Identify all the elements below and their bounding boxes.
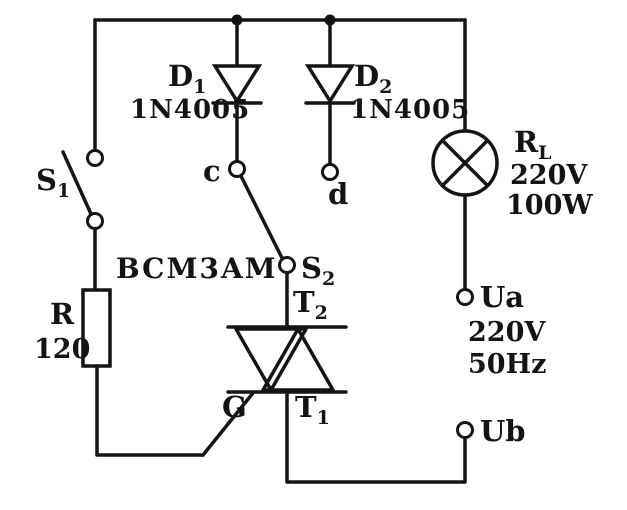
diode-d1-label: D1: [168, 59, 206, 98]
diode-d1-triangle: [211, 64, 263, 105]
resistor-name-label: R: [50, 297, 75, 331]
switch-s1-terminal-top: [86, 149, 104, 167]
triac-gate-lead: [201, 391, 255, 457]
supply-voltage-label: 220V: [468, 317, 546, 348]
triac-triangle-left: [234, 327, 308, 392]
terminal-ua-label: Ua: [480, 280, 524, 314]
switch-s1-label: S1: [36, 163, 70, 202]
diode-d2-part-label: 1N4005: [350, 95, 470, 125]
diode-d2-triangle: [304, 64, 356, 105]
diode-d2-label: D2: [354, 59, 392, 98]
terminal-d-label: d: [328, 177, 348, 211]
resistor-body: [81, 288, 112, 368]
switch-s2-terminal: [278, 256, 296, 274]
triac-gate-label: G: [222, 390, 247, 424]
terminal-c-label: c: [203, 154, 221, 188]
switch-s1-lever: [61, 150, 93, 216]
terminal-ub-label: Ub: [480, 414, 526, 448]
terminal-ua: [456, 288, 474, 306]
resistor-value-label: 120: [34, 334, 90, 365]
lamp-voltage-label: 220V: [510, 160, 588, 191]
diode-d1-part-label: 1N4005: [130, 95, 250, 125]
lamp-cross-stroke-2: [440, 138, 490, 188]
switch-s1-terminal-bottom: [86, 212, 104, 230]
wire-t1-to-ub: [285, 390, 467, 484]
terminal-c: [228, 160, 246, 178]
triac-t2-label: T2: [293, 285, 328, 324]
lamp-power-label: 100W: [506, 190, 593, 221]
switch-s2-lever: [239, 174, 284, 260]
terminal-d: [321, 163, 339, 181]
triac-triangle-right: [261, 327, 335, 392]
switch-s2-label: S2: [301, 251, 335, 290]
triac-part-label: BCM3AM: [116, 252, 278, 285]
supply-frequency-label: 50Hz: [468, 349, 546, 380]
lamp-name-label: RL: [514, 125, 551, 164]
wire-resistor-to-gate: [95, 364, 205, 457]
triac-t1-label: T1: [295, 390, 330, 429]
terminal-ub: [456, 421, 474, 439]
